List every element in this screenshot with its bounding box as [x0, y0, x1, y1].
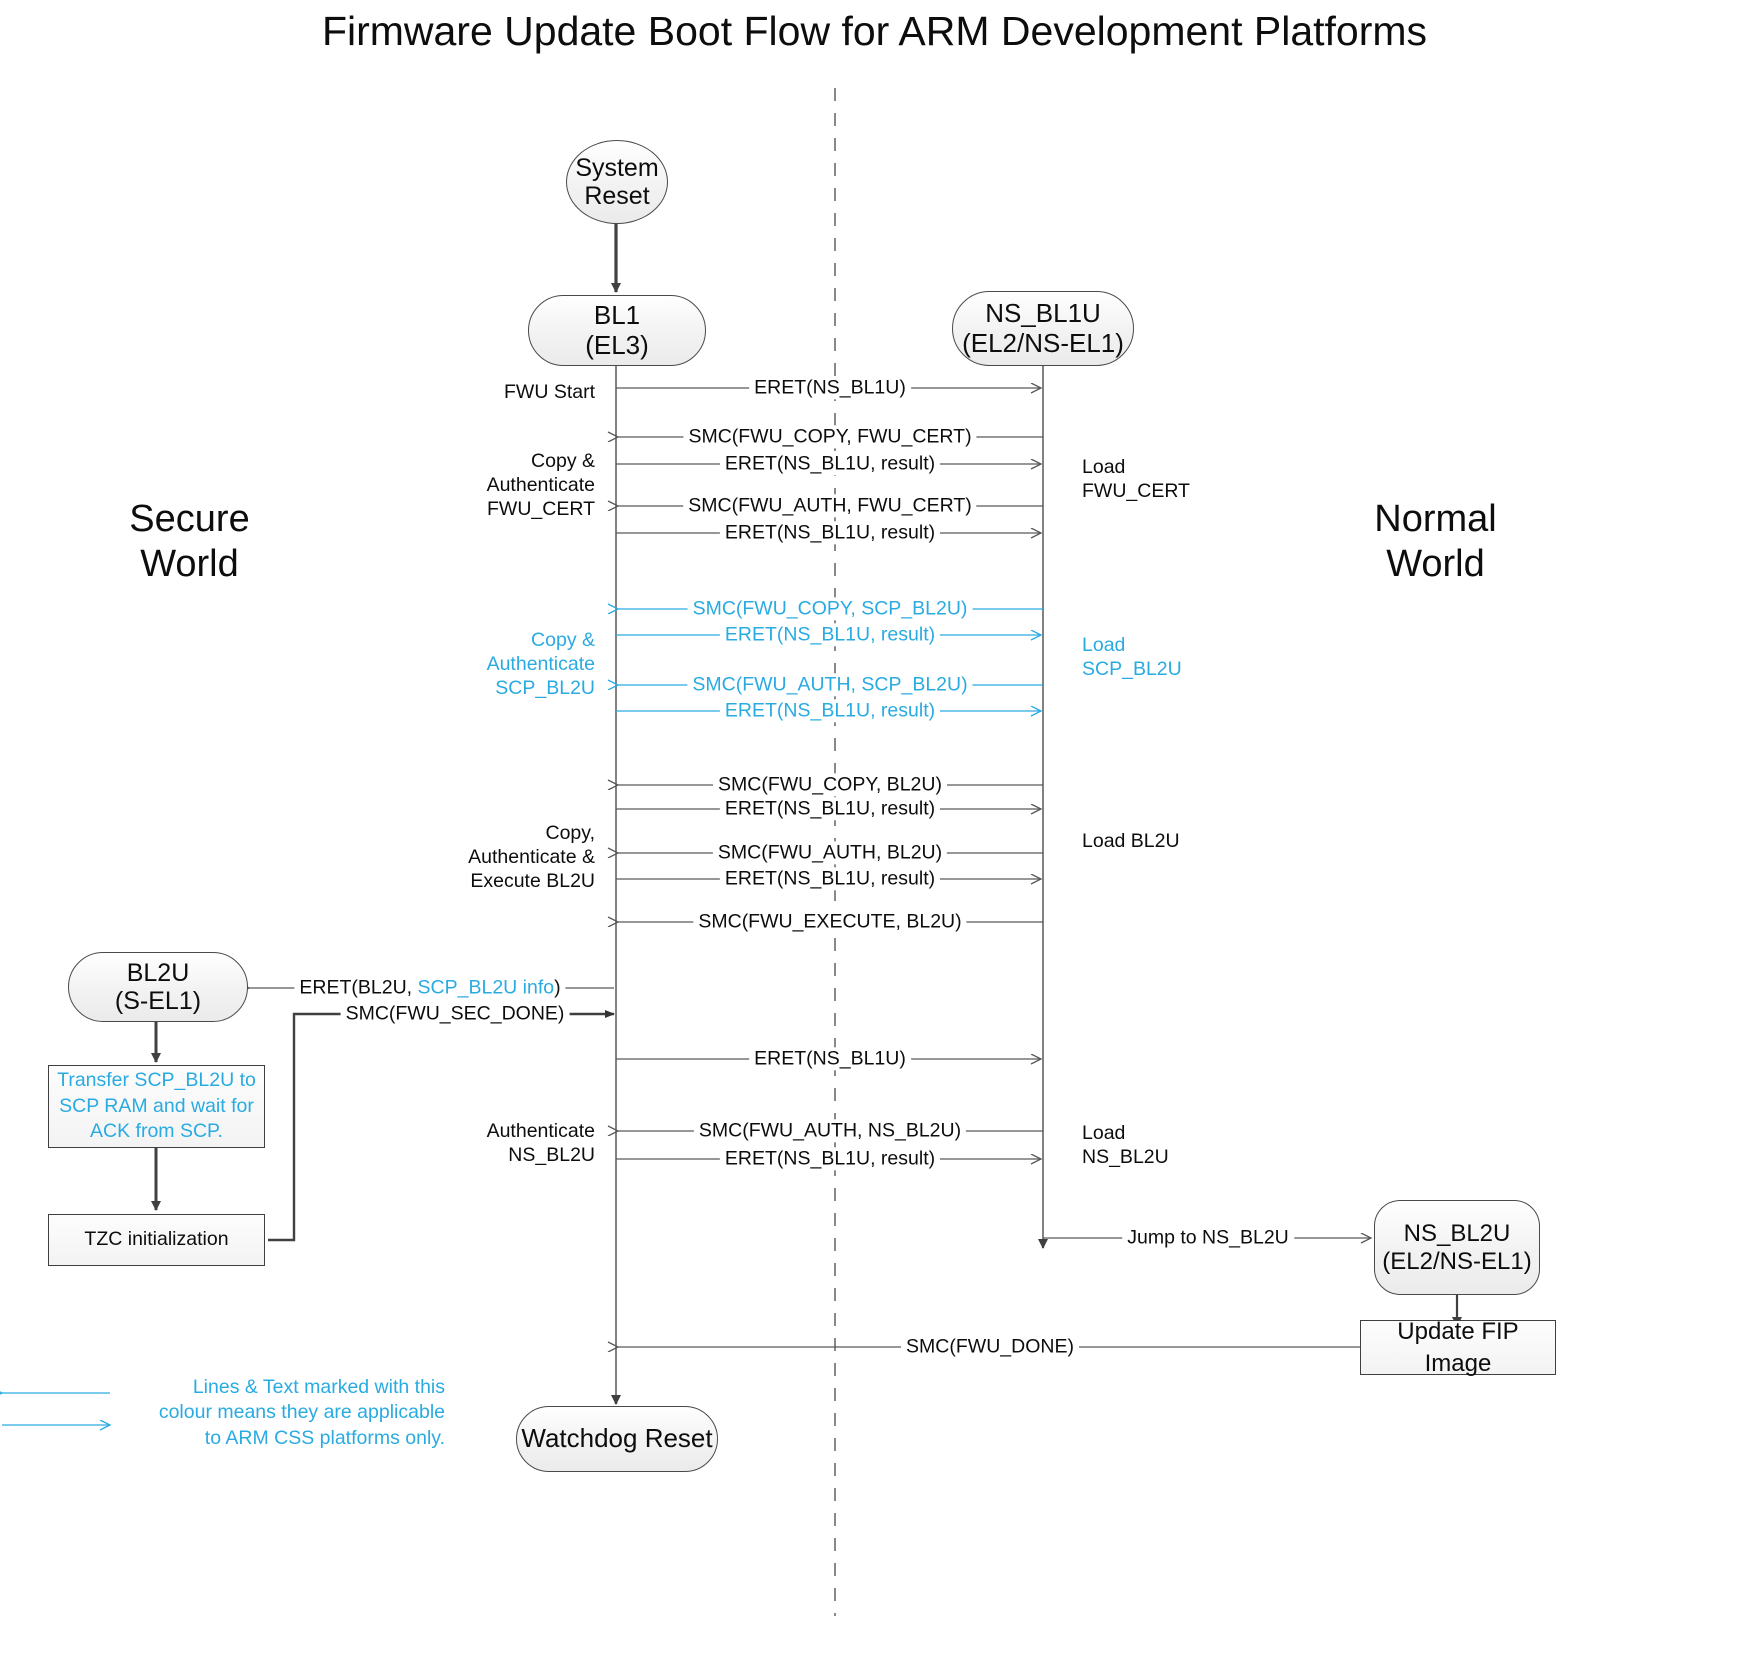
message-eret-result-7: ERET(NS_BL1U, result) [719, 1147, 941, 1171]
node-ns-bl1u-line2: (EL2/NS-EL1) [962, 327, 1124, 358]
label-load-bl2u: Load BL2U [1082, 830, 1180, 852]
message-eret-result-5: ERET(NS_BL1U, result) [719, 797, 941, 821]
message-jump-to-ns-bl2u: Jump to NS_BL2U [1122, 1226, 1294, 1250]
label-copy-auth-scp-bl2u-3: SCP_BL2U [495, 677, 595, 699]
secure-world-line1: Secure [129, 498, 250, 540]
message-smc-fwu-execute-bl2u: SMC(FWU_EXECUTE, BL2U) [693, 910, 967, 934]
secure-world-label: Secure World [62, 497, 317, 587]
label-load-ns-bl2u-1: Load [1082, 1122, 1126, 1144]
message-eret-ns-bl1u-1: ERET(NS_BL1U) [749, 376, 911, 400]
node-system-reset-line2: Reset [584, 182, 650, 210]
label-authenticate-ns-bl2u-2: NS_BL2U [508, 1144, 595, 1166]
label-copy-auth-fwu-cert-2: Authenticate [486, 474, 595, 496]
node-system-reset[interactable]: System Reset [566, 140, 668, 224]
label-load-scp-bl2u-1: Load [1082, 634, 1126, 656]
box-update-fip-label: Update FIP Image [1397, 1318, 1519, 1377]
legend-text: Lines & Text marked with this colour mea… [140, 1375, 445, 1451]
label-load-fwu-cert-1: Load [1082, 456, 1126, 478]
legend-line2: colour means they are applicable [158, 1401, 445, 1424]
message-smc-fwu-auth-fwucert: SMC(FWU_AUTH, FWU_CERT) [683, 494, 977, 518]
node-ns-bl1u[interactable]: NS_BL1U (EL2/NS-EL1) [952, 291, 1134, 366]
node-bl2u-line2: (S-EL1) [114, 987, 202, 1015]
label-copy-auth-exec-bl2u-1: Copy, [545, 822, 596, 844]
label-copy-auth-exec-bl2u-2: Authenticate & [468, 846, 595, 868]
secure-world-line2: World [140, 542, 239, 585]
label-copy-auth-exec-bl2u-3: Execute BL2U [470, 870, 595, 892]
node-bl1[interactable]: BL1 (EL3) [528, 295, 706, 366]
message-eret-result-4: ERET(NS_BL1U, result) [719, 699, 941, 723]
message-eret-result-3: ERET(NS_BL1U, result) [719, 623, 941, 647]
box-tzc-initialization[interactable]: TZC initialization [48, 1214, 265, 1266]
node-ns-bl2u[interactable]: NS_BL2U (EL2/NS-EL1) [1374, 1200, 1540, 1295]
message-eret-bl2u-scpinfo: ERET(BL2U, SCP_BL2U info) [294, 976, 566, 1000]
node-system-reset-line1: System [575, 153, 659, 182]
node-ns-bl2u-line1: NS_BL2U [1403, 1220, 1511, 1248]
label-copy-auth-scp-bl2u-1: Copy & [531, 629, 595, 651]
normal-world-label: Normal World [1308, 497, 1563, 587]
label-load-fwu-cert-2: FWU_CERT [1082, 480, 1190, 502]
message-eret-result-2: ERET(NS_BL1U, result) [719, 521, 941, 545]
node-ns-bl2u-line2: (EL2/NS-EL1) [1382, 1247, 1532, 1275]
message-smc-fwu-copy-fwucert: SMC(FWU_COPY, FWU_CERT) [683, 425, 977, 449]
box-tzc-label: TZC initialization [84, 1228, 229, 1251]
label-load-ns-bl2u-2: NS_BL2U [1082, 1146, 1169, 1168]
node-watchdog-reset-label: Watchdog Reset [521, 1423, 713, 1454]
message-smc-fwu-auth-bl2u: SMC(FWU_AUTH, BL2U) [712, 841, 948, 865]
message-smc-fwu-copy-scpbl2u: SMC(FWU_COPY, SCP_BL2U) [687, 597, 973, 621]
message-eret-result-1: ERET(NS_BL1U, result) [719, 452, 941, 476]
label-copy-auth-fwu-cert-3: FWU_CERT [487, 498, 595, 520]
message-eret-bl2u-prefix: ERET(BL2U, [299, 976, 418, 999]
message-smc-fwu-auth-scpbl2u: SMC(FWU_AUTH, SCP_BL2U) [687, 673, 973, 697]
normal-world-line2: World [1386, 542, 1485, 585]
legend-line3: to ARM CSS platforms only. [204, 1426, 445, 1449]
label-copy-auth-fwu-cert-1: Copy & [531, 450, 595, 472]
message-eret-result-6: ERET(NS_BL1U, result) [719, 867, 941, 891]
label-copy-auth-scp-bl2u-2: Authenticate [486, 653, 595, 675]
node-watchdog-reset[interactable]: Watchdog Reset [516, 1406, 718, 1472]
node-bl1-line2: (EL3) [585, 329, 649, 360]
box-update-fip-image[interactable]: Update FIP Image [1360, 1318, 1556, 1377]
label-load-scp-bl2u-2: SCP_BL2U [1082, 658, 1182, 680]
normal-world-line1: Normal [1374, 498, 1497, 540]
message-smc-fwu-done: SMC(FWU_DONE) [901, 1335, 1079, 1359]
box-transfer-line1: Transfer SCP_BL2U to [57, 1069, 256, 1092]
node-bl2u-line1: BL2U [126, 958, 190, 987]
message-smc-fwu-sec-done: SMC(FWU_SEC_DONE) [340, 1002, 570, 1026]
page-title: Firmware Update Boot Flow for ARM Develo… [321, 8, 1428, 54]
legend-line1: Lines & Text marked with this [192, 1376, 445, 1398]
message-eret-bl2u-suffix: ) [554, 976, 561, 999]
message-eret-ns-bl1u-2: ERET(NS_BL1U) [749, 1047, 911, 1071]
box-transfer-scp-bl2u[interactable]: Transfer SCP_BL2U to SCP RAM and wait fo… [48, 1065, 265, 1148]
node-bl1-line1: BL1 [593, 299, 641, 330]
message-scp-bl2u-info: SCP_BL2U info [417, 976, 555, 999]
box-transfer-line3: ACK from SCP. [90, 1120, 223, 1143]
message-smc-fwu-copy-bl2u: SMC(FWU_COPY, BL2U) [713, 773, 947, 797]
box-transfer-line2: SCP RAM and wait for [59, 1094, 254, 1117]
label-authenticate-ns-bl2u-1: Authenticate [486, 1120, 595, 1142]
node-ns-bl1u-line1: NS_BL1U [985, 297, 1101, 328]
node-bl2u[interactable]: BL2U (S-EL1) [68, 952, 248, 1022]
message-smc-fwu-auth-nsbl2u: SMC(FWU_AUTH, NS_BL2U) [693, 1119, 967, 1143]
label-fwu-start: FWU Start [504, 381, 595, 403]
